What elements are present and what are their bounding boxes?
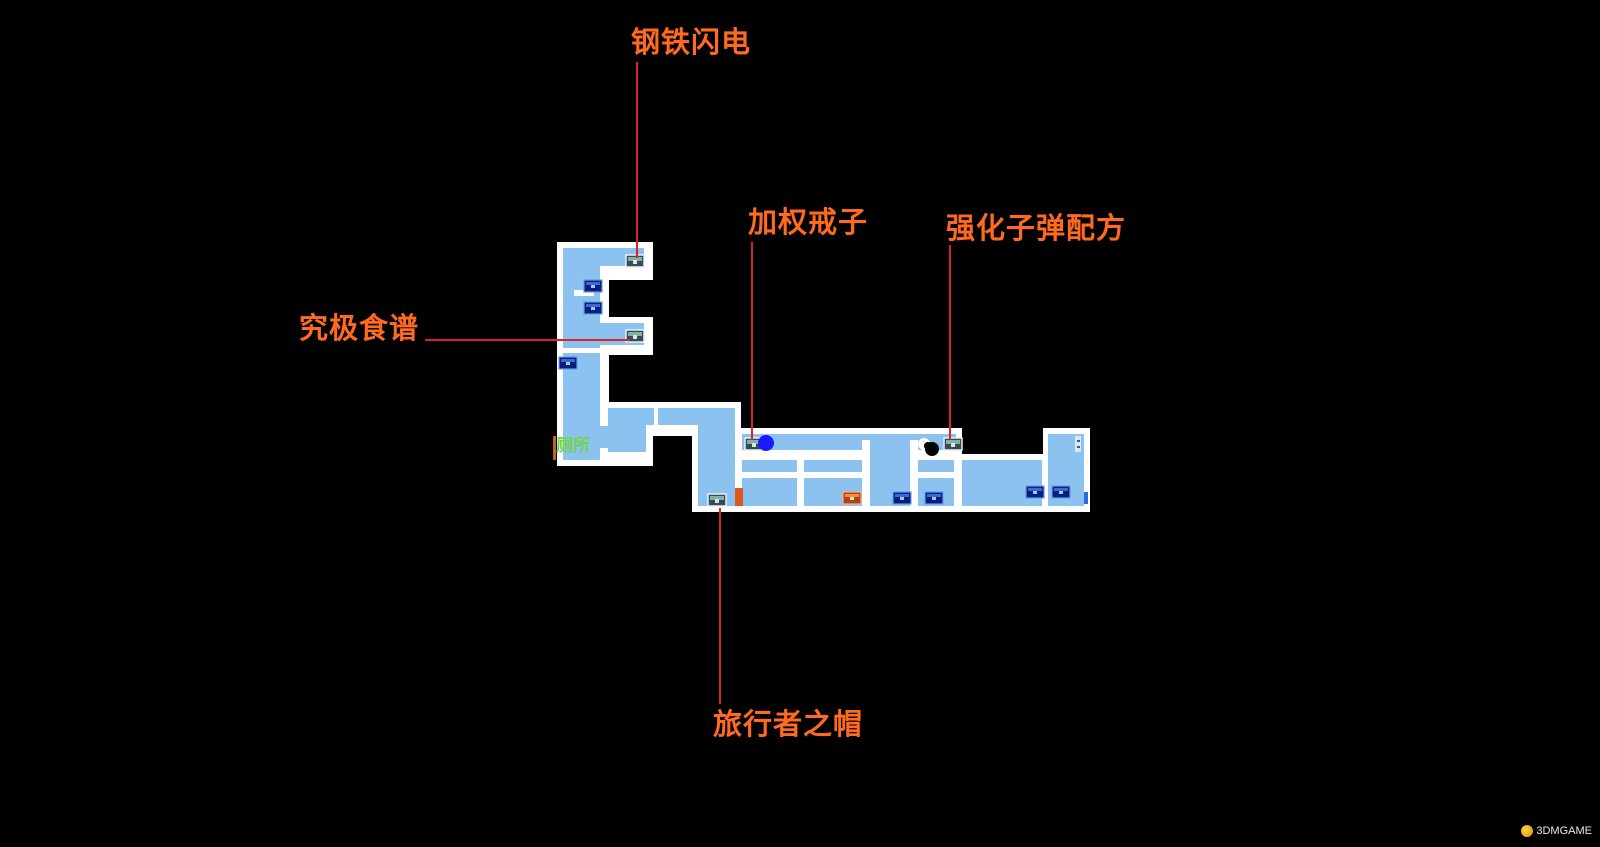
toilet-label: 厕所 [556, 436, 590, 456]
label-ultimate-recipe: 究极食谱 [299, 311, 420, 345]
player-marker-icon [758, 435, 774, 451]
watermark-logo-icon [1521, 825, 1534, 837]
watermark: 3DMGAME [1521, 825, 1592, 837]
blue-chest-icon[interactable] [1051, 485, 1071, 499]
treasure-chest-icon[interactable] [625, 254, 645, 268]
blue-chest-icon[interactable] [558, 356, 578, 370]
enemy-blob-icon [918, 438, 939, 456]
blue-chest-icon[interactable] [583, 301, 603, 315]
toilet-bracket-left [553, 436, 556, 460]
blue-chest-icon[interactable] [1025, 485, 1045, 499]
orange-chest-icon[interactable] [842, 491, 862, 505]
treasure-chest-icon[interactable] [707, 493, 727, 507]
treasure-chest-icon[interactable] [943, 437, 963, 451]
label-weighted-ring: 加权戒子 [748, 205, 869, 239]
watermark-text: 3DMGAME [1536, 825, 1592, 837]
label-enhanced-bullet-recipe: 强化子弹配方 [946, 211, 1127, 245]
blue-chest-icon[interactable] [583, 279, 603, 293]
staircase-icon [1075, 436, 1081, 452]
door-icon[interactable] [1084, 492, 1088, 504]
leader-lines [425, 62, 951, 704]
blue-chest-icon[interactable] [924, 491, 944, 505]
label-steel-lightning: 钢铁闪电 [631, 25, 752, 59]
door-icon[interactable] [735, 488, 743, 506]
label-travelers-hat: 旅行者之帽 [713, 707, 864, 741]
map-floor [563, 248, 1084, 506]
blue-chest-icon[interactable] [892, 491, 912, 505]
